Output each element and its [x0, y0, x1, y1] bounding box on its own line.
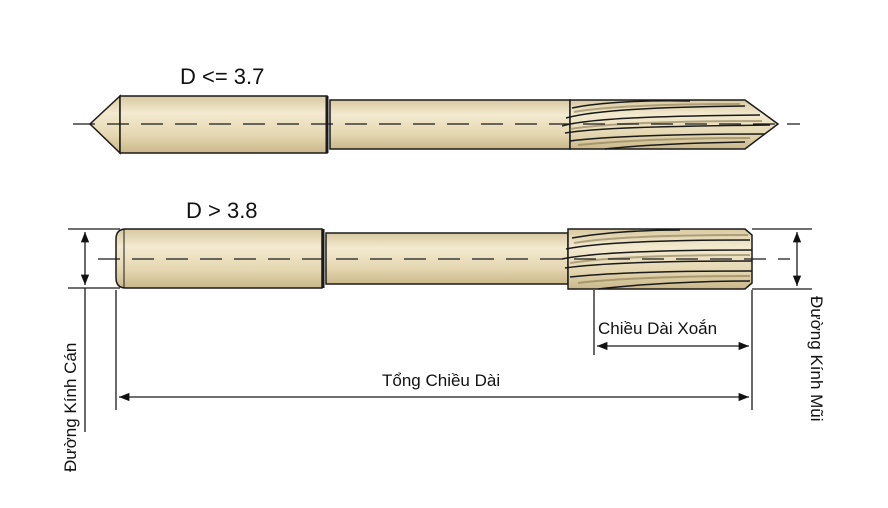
top-tool-label: D <= 3.7 [180, 64, 264, 89]
bottom-tool-label: D > 3.8 [186, 198, 258, 223]
flute-length-label: Chiều Dài Xoắn [598, 319, 717, 338]
tip-diameter-label: Đường Kính Mũi [807, 296, 826, 422]
overall-length-label: Tổng Chiều Dài [382, 371, 500, 390]
dimension-lines [68, 228, 812, 432]
shank-diameter-label: Đường Kính Cán [61, 343, 80, 472]
reamer-bottom: D > 3.8 [98, 198, 790, 290]
reamer-top: D <= 3.7 [73, 64, 800, 155]
